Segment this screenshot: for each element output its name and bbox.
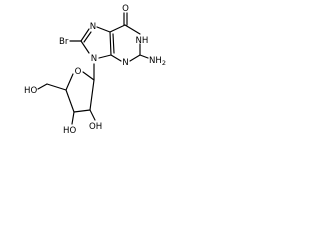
bond-c2p-c1p [89, 79, 95, 111]
bond-c8-n9 [80, 40, 90, 54]
hydroxyl-3-label: HO [63, 126, 76, 136]
chemical-structure: O NH NH2 N N N Br O HO HO OH [24, 4, 166, 136]
bond-c4p-c5p [46, 83, 67, 91]
bond-c5p-o5p [37, 83, 48, 90]
bond-c5-c6 [109, 24, 126, 33]
bond-c1p-o4p [82, 71, 95, 81]
bromine-label: Br [59, 37, 69, 47]
carbonyl-oxygen-label: O [122, 4, 129, 14]
bond-n9-c4 [98, 54, 112, 59]
bond-c5-n7 [96, 26, 111, 33]
hydroxyl-2-label: OH [89, 122, 102, 132]
bond-c4-c5-double [112, 33, 115, 54]
bond-n7-c8-double [83, 31, 92, 43]
bond-o4p-c4p [65, 73, 74, 91]
bonds [37, 12, 149, 125]
bond-c2-n3 [129, 54, 141, 62]
imidazole-n7-label: N [90, 22, 96, 32]
bond-c2-nh2 [139, 54, 149, 59]
bond-c4p-c3p [65, 89, 75, 113]
ring-nh-label: NH [136, 36, 149, 46]
bond-c3p-o3p [71, 111, 75, 125]
hydroxymethyl-label: HO [24, 86, 37, 96]
bond-c3p-c2p [73, 109, 91, 113]
bond-n3-c4 [110, 54, 122, 62]
bond-n7-c8 [80, 28, 90, 42]
amino-group-label: NH2 [149, 56, 166, 67]
imidazole-n9-label: N [91, 54, 97, 64]
ribose-oxygen-label: O [75, 67, 82, 77]
pyrimidine-n3-label: N [122, 58, 128, 68]
bond-c6-n1 [124, 24, 141, 35]
bond-c4-c5 [109, 31, 112, 56]
bond-c2p-o2p [89, 109, 96, 121]
atom-labels: O NH NH2 N N N Br O HO HO OH [24, 4, 166, 136]
